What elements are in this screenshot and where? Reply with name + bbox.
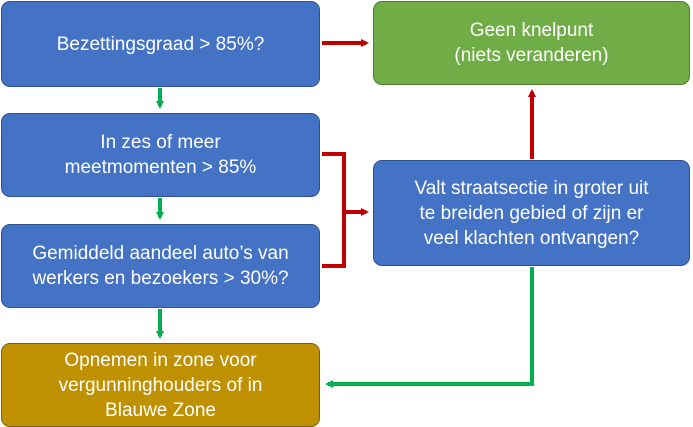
occupancy-check-box: Bezettingsgraad > 85%?	[1, 1, 320, 87]
no-bottleneck-label: Geen knelpunt (niets veranderen)	[454, 20, 609, 66]
no-bottleneck-box: Geen knelpunt (niets veranderen)	[373, 1, 690, 85]
no-arrow-measurements-bracket	[322, 152, 346, 268]
street-section-check-box: Valt straatsectie in groter uit te breid…	[373, 160, 690, 266]
commuter-share-check-box: Gemiddeld aandeel auto’s van werkers en …	[1, 224, 320, 308]
include-zone-label: Opnemen in zone voor vergunninghouders o…	[58, 349, 263, 421]
yes-arrow-street-section-to-include-zone	[325, 267, 534, 388]
occupancy-check-label: Bezettingsgraad > 85%?	[56, 33, 265, 55]
commuter-share-check-label: Gemiddeld aandeel auto’s van werkers en …	[32, 243, 289, 289]
street-section-check-label: Valt straatsectie in groter uit te breid…	[414, 177, 649, 249]
measurements-check-label: In zes of meer meetmomenten > 85%	[64, 132, 257, 178]
include-zone-box: Opnemen in zone voor vergunninghouders o…	[1, 343, 320, 427]
measurements-check-box: In zes of meer meetmomenten > 85%	[1, 113, 320, 197]
